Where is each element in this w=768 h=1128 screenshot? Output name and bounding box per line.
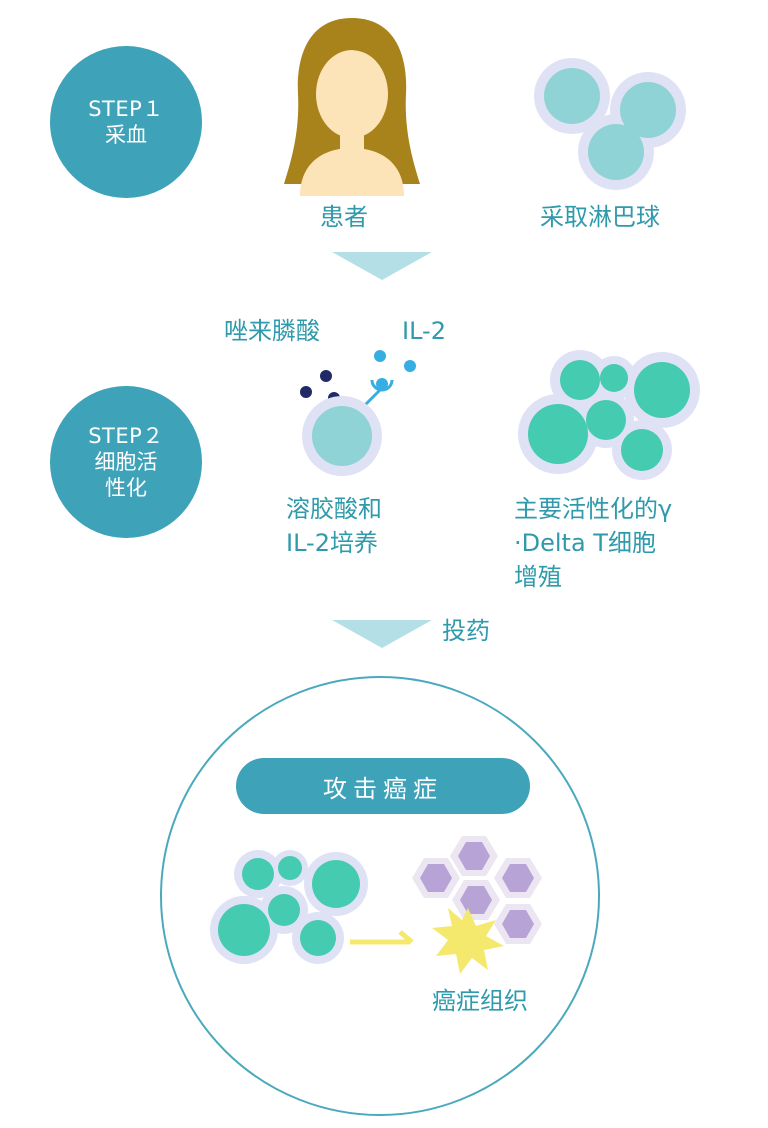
arrow-down-icon: [332, 252, 432, 280]
attacking-cells-icon: [210, 850, 368, 964]
proliferated-cells-icon: [518, 350, 700, 480]
attack-cancer-banner: 攻击癌症: [236, 758, 530, 814]
activated-cell-icon: [300, 350, 416, 476]
proliferation-label-line2: ·Delta T细胞: [514, 529, 656, 557]
zoledronic-acid-label: 唑来膦酸: [224, 317, 320, 345]
step2-subtitle-line2: 性化: [105, 476, 147, 501]
attack-arrow-icon: [350, 930, 414, 945]
proliferation-label-line3: 增殖: [514, 563, 562, 591]
cancer-tissue-icon: [412, 836, 542, 974]
il2-label: IL-2: [402, 317, 446, 345]
step2-subtitle-line1: 细胞活: [94, 449, 158, 474]
step1-subtitle: 采血: [105, 123, 147, 147]
step2-title: STEP２: [88, 423, 164, 448]
lymphocyte-cells-icon: [534, 58, 686, 190]
culture-label-line2: IL-2培养: [286, 529, 378, 557]
proliferation-label-line1: 主要活性化的γ: [514, 495, 673, 523]
step1-title: STEP１: [88, 96, 164, 121]
patient-icon: [284, 18, 420, 196]
arrow-down-icon-2: [332, 620, 432, 648]
cancer-tissue-label: 癌症组织: [432, 987, 528, 1015]
step2-badge: STEP２ 细胞活 性化: [50, 386, 202, 538]
culture-label-line1: 溶胶酸和: [286, 495, 382, 523]
lymphocyte-label: 采取淋巴球: [540, 203, 660, 231]
patient-label: 患者: [320, 203, 368, 231]
administer-label: 投药: [442, 617, 490, 645]
step1-badge: STEP１ 采血: [50, 46, 202, 198]
